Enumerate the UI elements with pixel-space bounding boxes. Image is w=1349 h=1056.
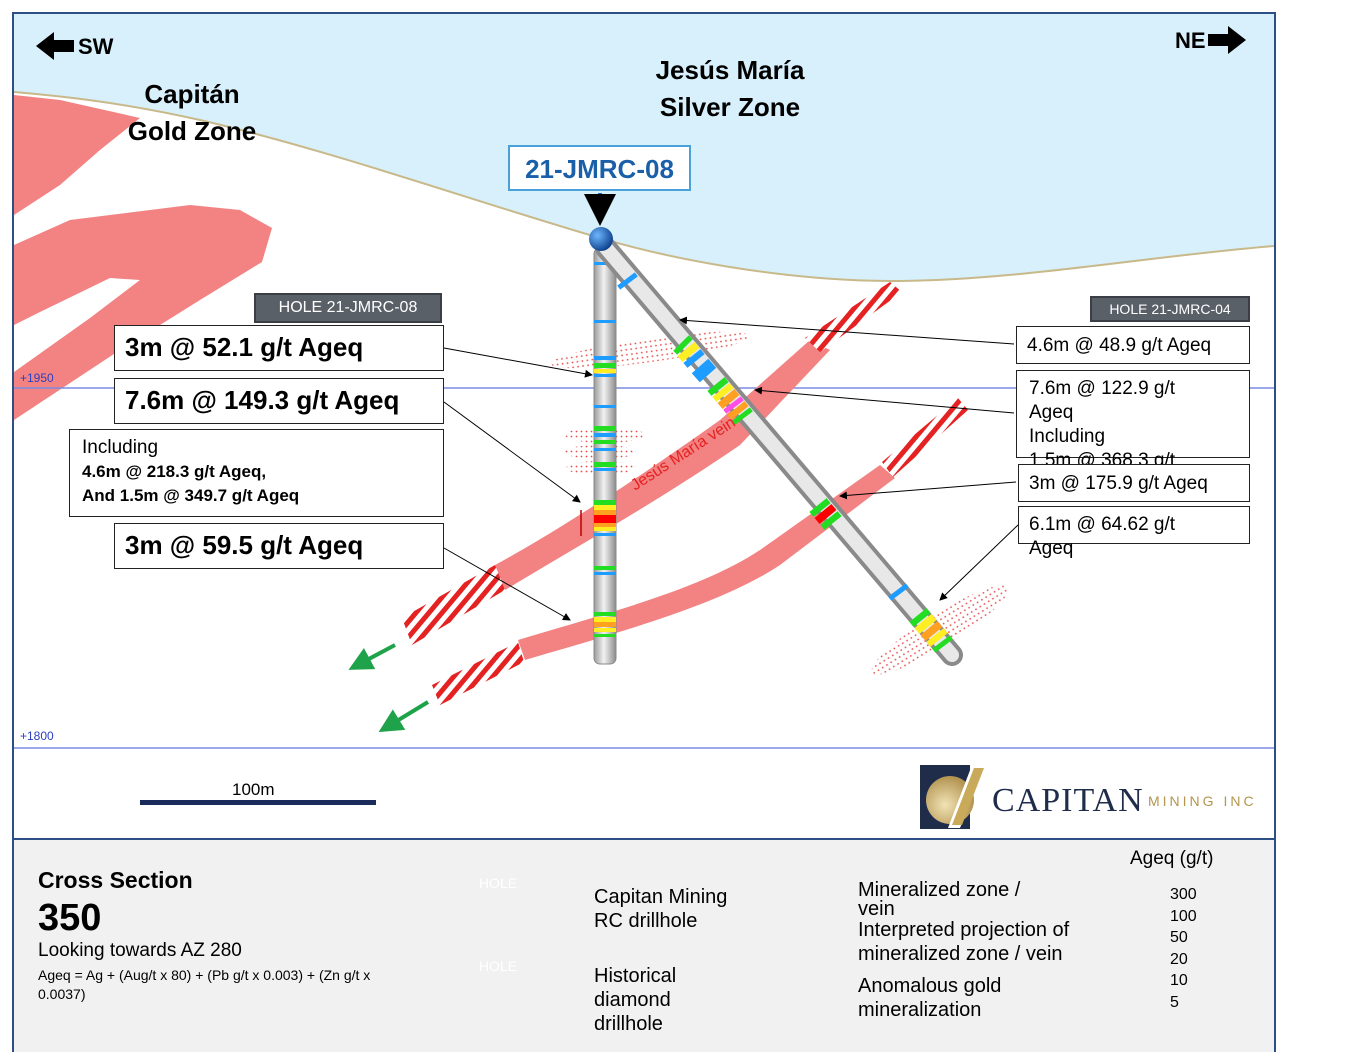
vein-projection-lower-left [432, 642, 524, 705]
capitan-gold-zone-lower [14, 205, 272, 420]
intercept-right-2-line3: Including [1029, 426, 1106, 447]
legend-min-line2: vein [858, 898, 895, 920]
grade-label: 10 [1170, 972, 1188, 989]
intercept-right-2-line1: 7.6m @ 122.9 g/t [1029, 378, 1176, 399]
capitan-logo-mark [920, 765, 985, 829]
including-line2: And 1.5m @ 349.7 g/t Ageq [82, 486, 300, 505]
jesus-maria-title-line1: Jesús María [655, 55, 805, 85]
leader-lines [443, 316, 1019, 621]
drillhole-21-jmrc-08 [593, 247, 617, 665]
hole-callout: 21-JMRC-08 [508, 145, 691, 191]
grade-label: 100 [1170, 907, 1197, 925]
grade-label: 300 [1170, 886, 1197, 903]
ne-direction [1208, 24, 1248, 61]
legend-anomalous: Anomalous gold mineralization [858, 974, 1001, 1022]
section-number: 350 [38, 897, 102, 939]
grade-label: 20 [1170, 950, 1188, 968]
grade-scale-title: Ageq (g/t) [1130, 848, 1214, 869]
capitan-gold-zone [14, 95, 140, 215]
intercept-right-2-line2: Ageq [1029, 402, 1074, 423]
jesus-maria-zone-title: Jesús María Silver Zone [620, 52, 840, 126]
legend-mineralized: Mineralized zone / vein [858, 878, 1021, 920]
elevation-label-1950: +1950 [20, 371, 54, 385]
capitan-title-line2: Gold Zone [127, 116, 257, 146]
elevation-label-1800: +1800 [20, 729, 54, 743]
legend-hist-line3: drillhole [594, 1013, 663, 1035]
legend-interp-line2: mineralized zone / vein [858, 943, 1063, 965]
intercept-left-2: 7.6m @ 149.3 g/t Ageq [114, 378, 444, 424]
intercept-left-3: 3m @ 59.5 g/t Ageq [114, 523, 444, 569]
capitan-zone-title: Capitán Gold Zone [112, 76, 272, 150]
grade-label: 5 [1170, 993, 1179, 1011]
drillhole-21-jmrc-04 [595, 237, 963, 666]
ageq-formula: Ageq = Ag + (Aug/t x 80) + (Pb g/t x 0.0… [38, 967, 371, 1002]
vein-projection-lower-right [882, 398, 968, 477]
hole-header-left: HOLE 21-JMRC-08 [254, 293, 442, 323]
legend-hist-line2: diamond [594, 989, 671, 1011]
legend-interp-line1: Interpreted projection of [858, 919, 1070, 941]
rc-drillhole-collar [589, 227, 613, 251]
intercept-right-4-line2: Ageq [1029, 538, 1074, 559]
legend-anom-line2: mineralization [858, 999, 982, 1021]
scale-bar-label: 100m [232, 780, 275, 799]
sw-direction [36, 30, 76, 67]
scale-bar [140, 800, 376, 805]
legend-hole-label-2: HOLE [478, 958, 518, 974]
intercept-right-4-line1: 6.1m @ 64.62 g/t [1029, 514, 1176, 535]
down-dip-arrow-lower [378, 700, 430, 733]
vein-projection-upper-right [805, 282, 902, 352]
logo-suffix: MINING INC [1148, 793, 1257, 809]
sw-label: SW [78, 34, 114, 59]
intercept-right-3: 3m @ 175.9 g/t Ageq [1018, 464, 1250, 502]
down-dip-arrow-upper [348, 643, 396, 670]
legend-rc-line2: RC drillhole [594, 910, 698, 932]
intercept-right-2: 7.6m @ 122.9 g/t Ageq Including 1.5m @ 3… [1016, 370, 1250, 471]
including-title: Including [82, 437, 159, 458]
grade-label: 50 [1170, 929, 1188, 946]
legend-min-line1: Mineralized zone / [858, 879, 1021, 901]
left-arrow-icon [36, 32, 74, 60]
logo-name: CAPITAN [992, 782, 1144, 819]
legend-rc-line1: Capitan Mining [594, 886, 728, 908]
ne-label: NE [1175, 28, 1206, 53]
legend-anom-line1: Anomalous gold [858, 975, 1002, 997]
legend-rc-drillhole: Capitan Mining RC drillhole [594, 885, 727, 933]
cross-section-label: Cross Section [38, 867, 193, 893]
including-line1: 4.6m @ 218.3 g/t Ageq, [82, 462, 267, 481]
lower-vein [518, 465, 895, 660]
legend-hist-line1: Historical [594, 965, 677, 987]
legend-panel [14, 838, 1274, 1052]
right-arrow-icon [1208, 26, 1246, 54]
intercept-left-including: Including 4.6m @ 218.3 g/t Ageq, And 1.5… [69, 429, 444, 517]
vein-projection-upper-left [402, 565, 505, 645]
intercept-right-4: 6.1m @ 64.62 g/t Ageq [1018, 506, 1250, 559]
legend-historical: Historical diamond drillhole [594, 964, 676, 1036]
jesus-maria-title-line2: Silver Zone [659, 92, 801, 122]
capitan-title-line1: Capitán [144, 79, 240, 109]
legend-hole-label-1: HOLE [478, 875, 518, 891]
intercept-left-1: 3m @ 52.1 g/t Ageq [114, 325, 444, 371]
legend-interpreted: Interpreted projection of mineralized zo… [858, 918, 1069, 966]
looking-direction: Looking towards AZ 280 [38, 940, 242, 961]
hole-header-right: HOLE 21-JMRC-04 [1090, 296, 1250, 322]
intercept-right-1: 4.6m @ 48.9 g/t Ageq [1016, 326, 1250, 364]
